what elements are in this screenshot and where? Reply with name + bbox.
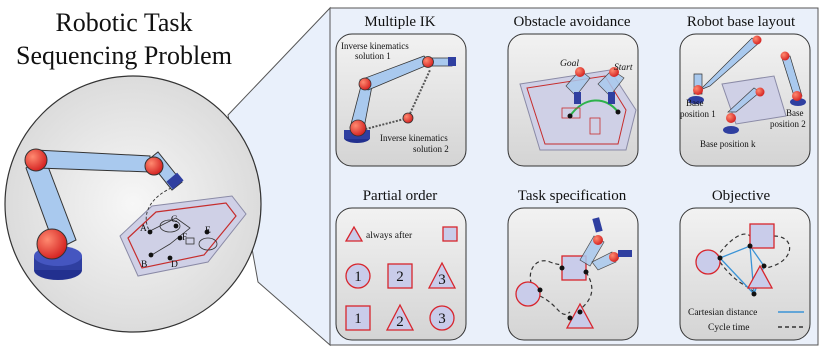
overview-label-a: A: [140, 224, 147, 234]
ik-label-2-line-2: solution 2: [413, 144, 449, 154]
order-r2-c1: 1: [354, 311, 362, 327]
multiple-ik-card: Inverse kinematics solution 1 Inverse ki…: [335, 33, 467, 167]
order-r1-c2: 2: [396, 269, 404, 285]
overview-label-b: B: [141, 260, 147, 270]
order-r1-c1: 1: [354, 269, 362, 285]
task-spec-title: Task specification: [518, 188, 627, 204]
obstacle-title: Obstacle avoidance: [513, 14, 630, 30]
partial-order-title: Partial order: [363, 188, 438, 204]
task-spec-card: [507, 207, 639, 341]
order-r1-c3: 3: [438, 272, 446, 288]
objective-card: Cartesian distance Cycle time: [679, 207, 811, 341]
base-layout-card: Base position 1 Base position 2 Base pos…: [679, 33, 811, 167]
base-2-line-1: Base: [786, 108, 804, 118]
ik-label-2-line-1: Inverse kinematics: [380, 133, 448, 143]
overview-robot-scene: A B C D E F: [4, 75, 262, 333]
main-title-line-1: Robotic Task: [55, 8, 193, 37]
base-k-label: Base position k: [700, 139, 756, 149]
objective-title: Objective: [712, 188, 771, 204]
legend-cartesian-label: Cartesian distance: [688, 308, 757, 318]
overview-label-c: C: [171, 215, 177, 225]
partial-order-card: always after 1 2 3 1 2 3: [335, 207, 467, 341]
base-1-line-1: Base: [686, 98, 704, 108]
ik-label-1-line-1: Inverse kinematics: [341, 41, 409, 51]
legend-cycle-label: Cycle time: [708, 323, 749, 333]
order-r2-c3: 3: [438, 311, 446, 327]
always-after-label: always after: [366, 230, 413, 241]
base-layout-title: Robot base layout: [687, 14, 796, 30]
main-title: Robotic Task Sequencing Problem: [6, 6, 242, 72]
base-1-line-2: position 1: [680, 109, 716, 119]
overview-label-e: E: [205, 226, 211, 236]
overview-label-d: D: [171, 260, 178, 270]
obstacle-start-label: Start: [614, 63, 633, 73]
base-2-line-2: position 2: [770, 119, 806, 129]
overview-label-f: F: [182, 233, 187, 243]
main-title-line-2: Sequencing Problem: [16, 41, 232, 70]
obstacle-goal-label: Goal: [560, 59, 579, 69]
obstacle-card: Goal Start: [507, 33, 639, 167]
multiple-ik-title: Multiple IK: [364, 14, 435, 30]
ik-label-1-line-2: solution 1: [355, 51, 391, 61]
order-r2-c2: 2: [396, 314, 404, 330]
